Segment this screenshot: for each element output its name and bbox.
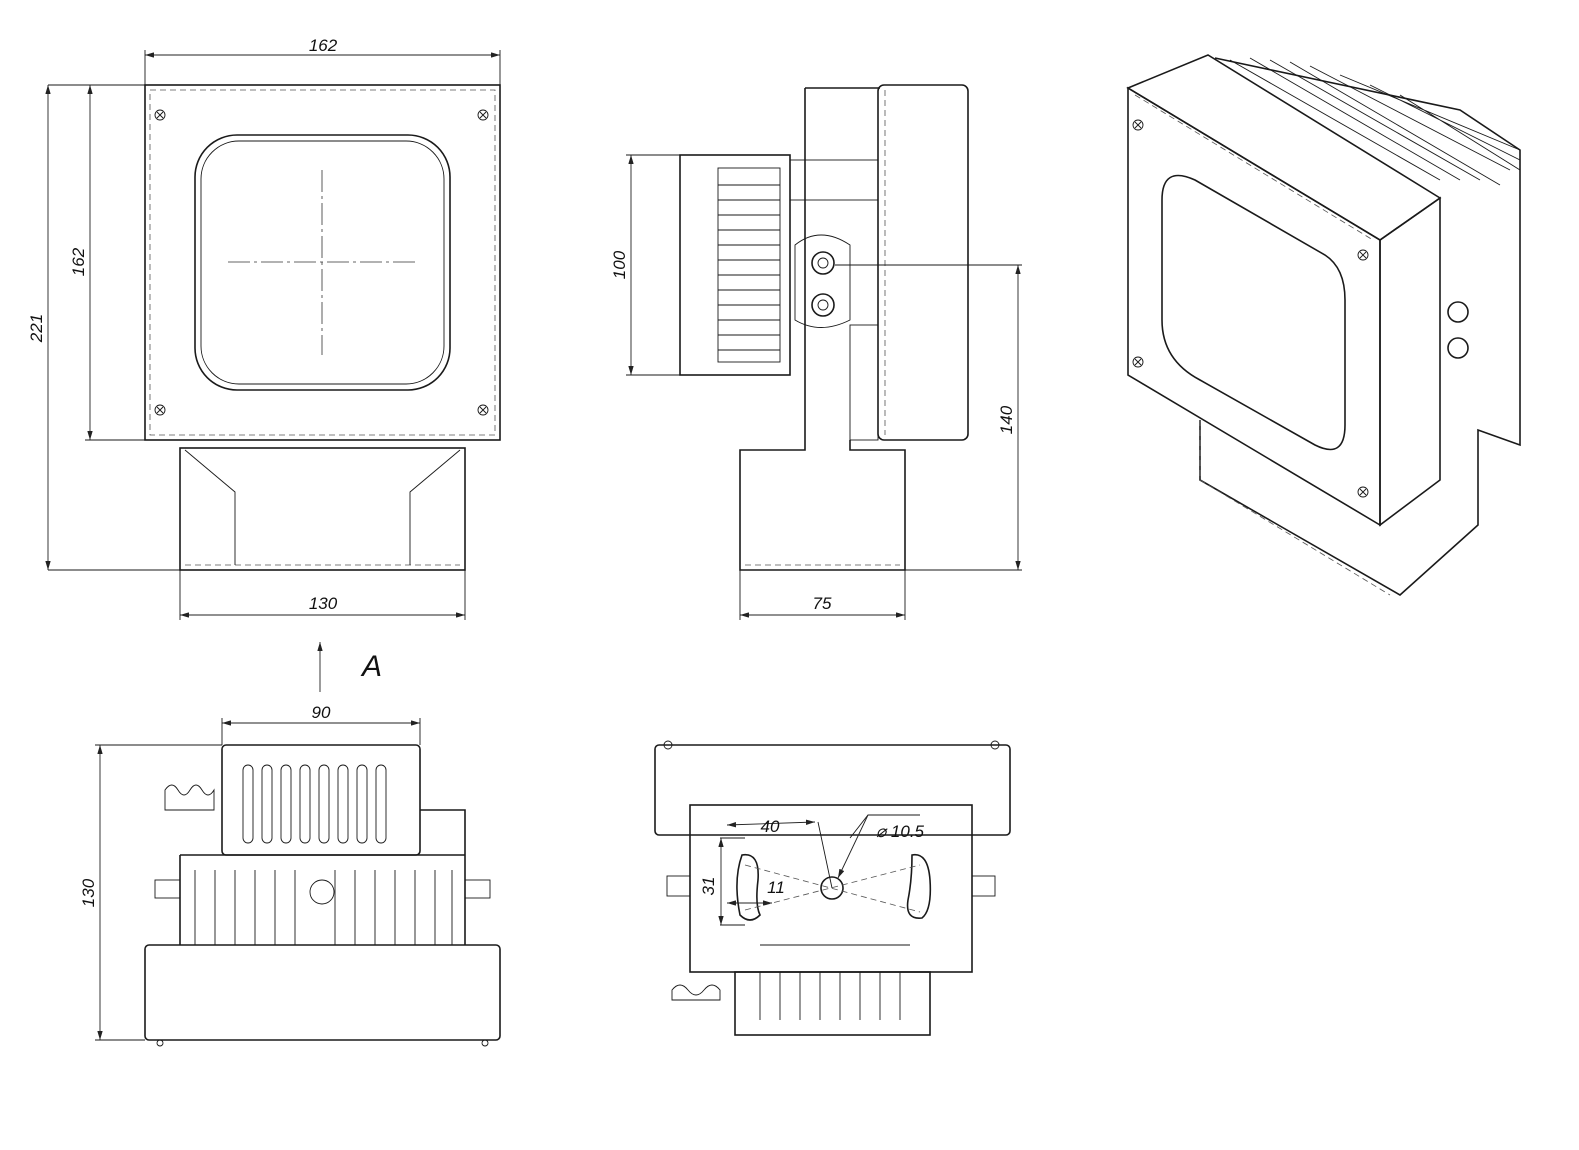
front-view: 162 162 221 130 (27, 36, 501, 620)
dim-heatsink-height: 100 (610, 250, 629, 279)
dim-view-a-height: 130 (79, 878, 98, 907)
dim-hole-diameter: ⌀ 10.5 (876, 822, 925, 841)
dim-hole-spacing: 40 (761, 817, 780, 836)
mounting-view: 40 ⌀ 10.5 31 11 (654, 740, 1011, 1036)
dim-box-width: 90 (312, 703, 331, 722)
view-arrow-a: A (317, 642, 382, 692)
dim-front-width: 162 (309, 36, 338, 55)
dim-front-base-width: 130 (309, 594, 338, 613)
dim-slot-width: 11 (767, 878, 785, 897)
dim-base-depth: 75 (813, 594, 832, 613)
dim-slot-height: 31 (699, 877, 718, 896)
view-label-a: A (360, 650, 382, 683)
isometric-view (1126, 54, 1521, 596)
side-view: 100 140 75 (610, 84, 1022, 620)
dim-front-total-height: 221 (27, 314, 46, 343)
dim-mount-height: 140 (997, 405, 1016, 434)
view-a: 90 130 (79, 703, 501, 1047)
dim-front-plate-height: 162 (69, 247, 88, 276)
